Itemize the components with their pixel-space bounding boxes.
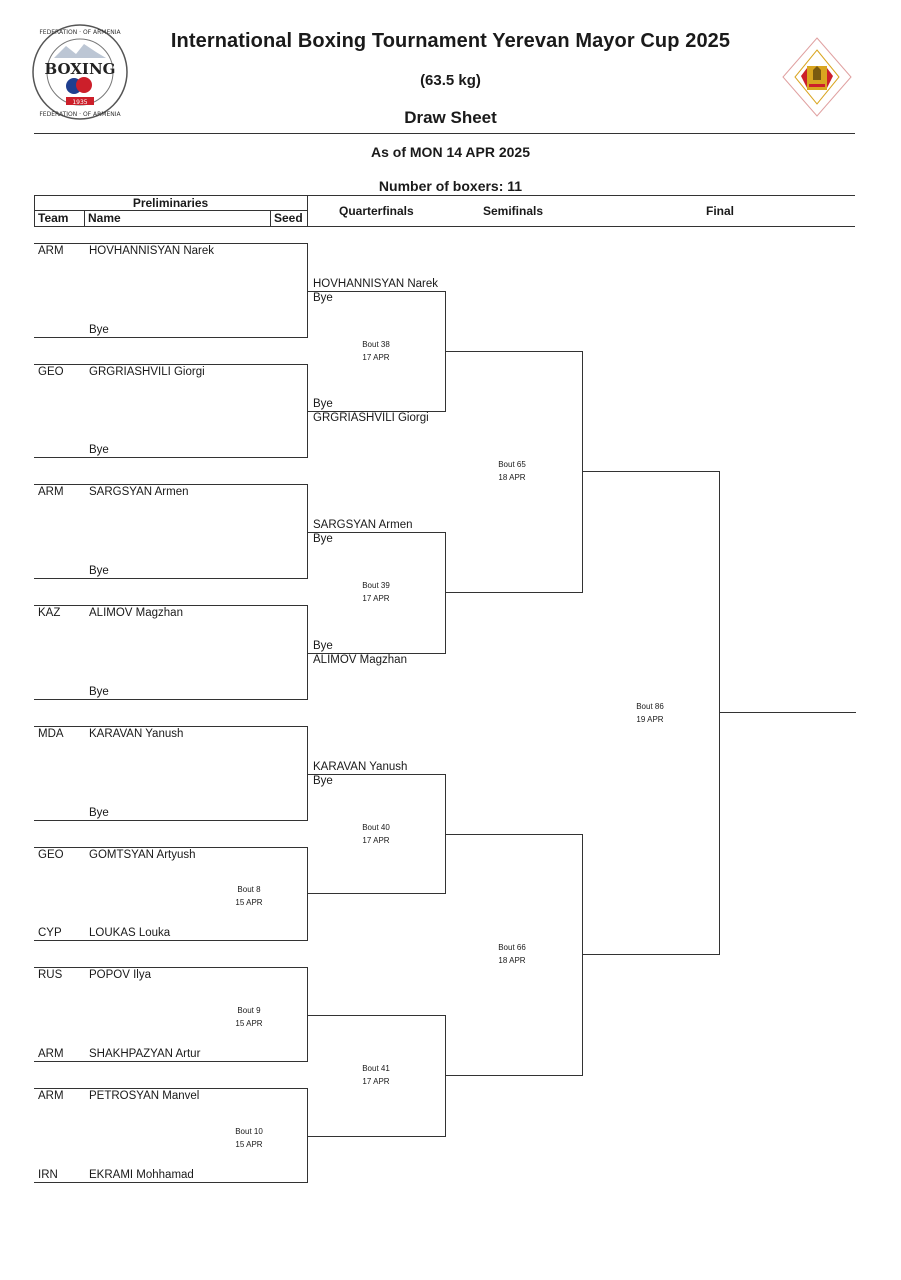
qf-entry: GRGRIASHVILI Giorgi (313, 412, 429, 424)
seed-header: Seed (274, 211, 303, 225)
team-code: RUS (38, 969, 63, 981)
qf-entry: HOVHANNISYAN Narek (313, 278, 439, 290)
boxer-name: Bye (89, 444, 109, 456)
boxer-name: GRGRIASHVILI Giorgi (89, 366, 205, 378)
header-divider (34, 133, 855, 134)
team-code: KAZ (38, 607, 61, 619)
qf-entry: Bye (313, 640, 333, 652)
team-code: ARM (38, 245, 64, 257)
tournament-emblem (781, 36, 853, 118)
qf-entry: ALIMOV Magzhan (313, 654, 407, 666)
winner-line (719, 712, 856, 713)
boxer-name: KARAVAN Yanush (89, 728, 184, 740)
weight-category: (63.5 kg) (420, 72, 481, 89)
boxer-name: LOUKAS Louka (89, 927, 171, 939)
team-code: GEO (38, 366, 64, 378)
preliminaries-header-divider (34, 210, 307, 211)
boxer-name: GOMTSYAN Artyush (89, 849, 196, 861)
team-header: Team (38, 211, 69, 225)
team-code: ARM (38, 1048, 64, 1060)
tournament-title: International Boxing Tournament Yerevan … (170, 30, 731, 52)
qf-entry: Bye (313, 775, 333, 787)
sheet-title: Draw Sheet (404, 108, 497, 127)
boxer-count: Number of boxers: 11 (378, 178, 523, 194)
quarterfinals-header: Quarterfinals (339, 204, 414, 218)
semifinals-header: Semifinals (483, 204, 544, 218)
as-of-date: As of MON 14 APR 2025 (371, 144, 530, 160)
svg-text:1935: 1935 (72, 99, 87, 106)
boxing-federation-logo: BOXING 1935 FEDERATION · OF ARMENIA FEDE… (30, 22, 130, 122)
boxer-name: ALIMOV Magzhan (89, 607, 183, 619)
final-header: Final (706, 204, 735, 218)
qf-entry: Bye (313, 398, 333, 410)
team-code: CYP (38, 927, 62, 939)
qf-entry: Bye (313, 533, 333, 545)
preliminaries-header: Preliminaries (132, 196, 209, 210)
boxer-name: POPOV Ilya (89, 969, 151, 981)
team-code: GEO (38, 849, 64, 861)
boxer-name: Bye (89, 565, 109, 577)
qf-entry: KARAVAN Yanush (313, 761, 408, 773)
boxer-name: PETROSYAN Manvel (89, 1090, 200, 1102)
boxer-name: Bye (89, 686, 109, 698)
boxer-name: HOVHANNISYAN Narek (89, 245, 215, 257)
svg-text:BOXING: BOXING (45, 60, 116, 78)
boxer-name: EKRAMI Mohhamad (89, 1169, 194, 1181)
boxer-name: SHAKHPAZYAN Artur (89, 1048, 201, 1060)
boxer-name: SARGSYAN Armen (89, 486, 189, 498)
team-code: IRN (38, 1169, 58, 1181)
table-header-bottom-border (34, 226, 855, 227)
team-code: ARM (38, 486, 64, 498)
team-code: MDA (38, 728, 64, 740)
svg-text:FEDERATION · OF ARMENIA: FEDERATION · OF ARMENIA (39, 29, 121, 36)
qf-entry: Bye (313, 292, 333, 304)
boxer-name: Bye (89, 807, 109, 819)
table-top-border (34, 195, 855, 196)
team-code: ARM (38, 1090, 64, 1102)
name-header: Name (88, 211, 121, 225)
svg-text:FEDERATION · OF ARMENIA: FEDERATION · OF ARMENIA (39, 111, 121, 118)
boxer-name: Bye (89, 324, 109, 336)
qf-entry: SARGSYAN Armen (313, 519, 413, 531)
